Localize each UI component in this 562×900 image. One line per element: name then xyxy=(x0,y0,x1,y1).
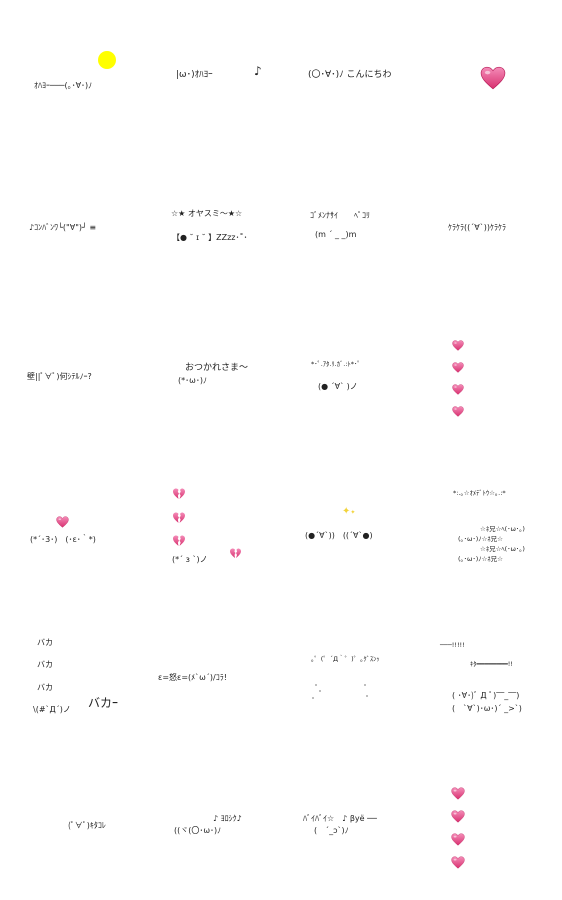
tear-drop xyxy=(312,697,314,699)
emoticon-atari-text: *･ﾟ.ｱﾀ.ﾘ.ｶﾞ.:ﾄ*･ﾟ xyxy=(311,360,361,368)
broken-heart-icon xyxy=(229,548,242,559)
emoticon-yoroshiku-face: ((ヾ(〇･ω･)ﾉ xyxy=(174,826,222,835)
emoticon-baka-word: バカ xyxy=(37,660,53,669)
emoticon-baka-shout: バカｰ xyxy=(88,696,119,710)
emoticon-konnichiwa: (〇･∀･)ﾉ こんにちわ xyxy=(308,70,392,80)
tear-drop xyxy=(366,695,368,697)
emoticon-gomennasai-text: ｺﾞﾒﾝﾅｻｲ ﾍﾟｺﾘ xyxy=(310,211,370,220)
emoticon-ohayo-peek: |ω･)ｵﾊﾖｰ xyxy=(176,70,213,80)
broken-heart-icon xyxy=(172,488,186,500)
emoticon-konbanwa: ♪ｺﾝﾊﾞﾝﾜ└("∀")┘ ≡ xyxy=(29,223,97,232)
emoticon-otsukare-text: おつかれさま〜 xyxy=(185,363,249,373)
heart-icon xyxy=(452,384,464,395)
heart-icon xyxy=(451,810,465,823)
emoticon-oyasumi-title: ☆★ オヤスミ〜★☆ xyxy=(171,209,243,218)
emoticon-kitakore: (ﾟ∀ﾟ)ｷﾀｺﾚ xyxy=(68,821,106,830)
emoticon-baka-word: バカ xyxy=(37,638,53,647)
heart-icon xyxy=(452,340,464,351)
emoticon-otsukare-face: (*･ω･)ﾉ xyxy=(178,376,207,385)
sparkle-icon: ✦✦ xyxy=(342,506,356,517)
heart-icon xyxy=(451,787,465,800)
heart-icon xyxy=(452,362,464,373)
emoticon-omedetou-line: ☆ﾈ兄☆ﾍ(･ω･｡) xyxy=(480,545,525,553)
broken-heart-icon xyxy=(172,512,186,524)
emoticon-kita-line: ───!!!!! xyxy=(440,641,465,649)
emoticon-kita-line: ｷﾀ━━━━━━━━!! xyxy=(470,660,514,668)
heart-icon xyxy=(56,516,69,528)
emoticon-omedetou-line: (｡･ω･)ﾉ☆ﾈ兄☆ xyxy=(458,535,503,543)
emoticon-omedetou-line: ☆ﾈ兄☆ﾍ(･ω･｡) xyxy=(480,525,525,533)
emoticon-gusun: ｡゜(゜´Д｀゜)゜｡ｸﾞｽﾝｯ xyxy=(311,655,380,663)
sun-icon xyxy=(98,51,116,69)
emoticon-yoroshiku-text: ♪ ﾖﾛｼｸ♪ xyxy=(213,814,242,823)
emoticon-ohayo-run: ｵﾊﾖｰ───(｡･∀･)ﾉ xyxy=(34,81,93,90)
tear-drop xyxy=(364,684,366,686)
emoticon-omedetou-title: *:.｡☆ｵﾒﾃﾞﾄｳ☆｡.:* xyxy=(453,489,506,497)
emoticon-baibai-face: ( ˊ_ɔˋ)ﾉ xyxy=(314,826,349,835)
emoticon-gomennasai-bow: (m ˊ _ _)m xyxy=(315,230,357,239)
emoticon-kerakera: ｹﾗｹﾗ((ˊ∀ˋ))ｹﾗｹﾗ xyxy=(448,223,506,232)
tear-drop xyxy=(319,690,321,692)
emoticon-baka-word: バカ xyxy=(37,683,53,692)
emoticon-kiss-single: (*ˊ з ˋ)ノ xyxy=(172,555,208,564)
music-note-icon: ♪ xyxy=(254,64,262,78)
emoticon-kabe: 壁||ﾟ∀ﾟ)何ｼﾃﾙﾉｰ? xyxy=(27,372,92,381)
emoticon-kiss-pair: (*´･3･) (･ε･｀*) xyxy=(30,535,96,544)
emoticon-baibai-text: ﾊﾞｲﾊﾞｲ☆ ♪ βyё ── xyxy=(303,814,377,823)
tear-drop xyxy=(315,684,317,686)
emoticon-baka-face: \(#`Д´)ノ xyxy=(33,705,71,714)
heart-icon xyxy=(480,66,506,90)
emoticon-kita-faces: ( ˋ∀ˋ)･ω･)ˊ _>ˋ) xyxy=(452,704,522,713)
emoticon-oyasumi-sleep: 【● ˘ ɪ ˘ 】ZZzz･˚･ xyxy=(172,233,248,242)
emoticon-kita-faces: ( ･∀･)ﾞ Д ﾟ)‾‾_‾‾) xyxy=(452,691,520,700)
heart-icon xyxy=(451,856,465,869)
emoticon-omedetou-line: (｡･ω･)ﾉ☆ﾈ兄☆ xyxy=(458,555,503,563)
broken-heart-icon xyxy=(172,535,186,547)
heart-icon xyxy=(451,833,465,846)
heart-icon xyxy=(452,406,464,417)
emoticon-kora: ε=怒ε=(ﾒ`ω´)/ｺﾗ! xyxy=(158,673,227,682)
emoticon-atari-face: (● ˊ∀ˋ )ノ xyxy=(318,382,358,391)
emoticon-pair-faces: (●ˊ∀ˋ)) ((ˊ∀ˋ●) xyxy=(305,531,373,540)
